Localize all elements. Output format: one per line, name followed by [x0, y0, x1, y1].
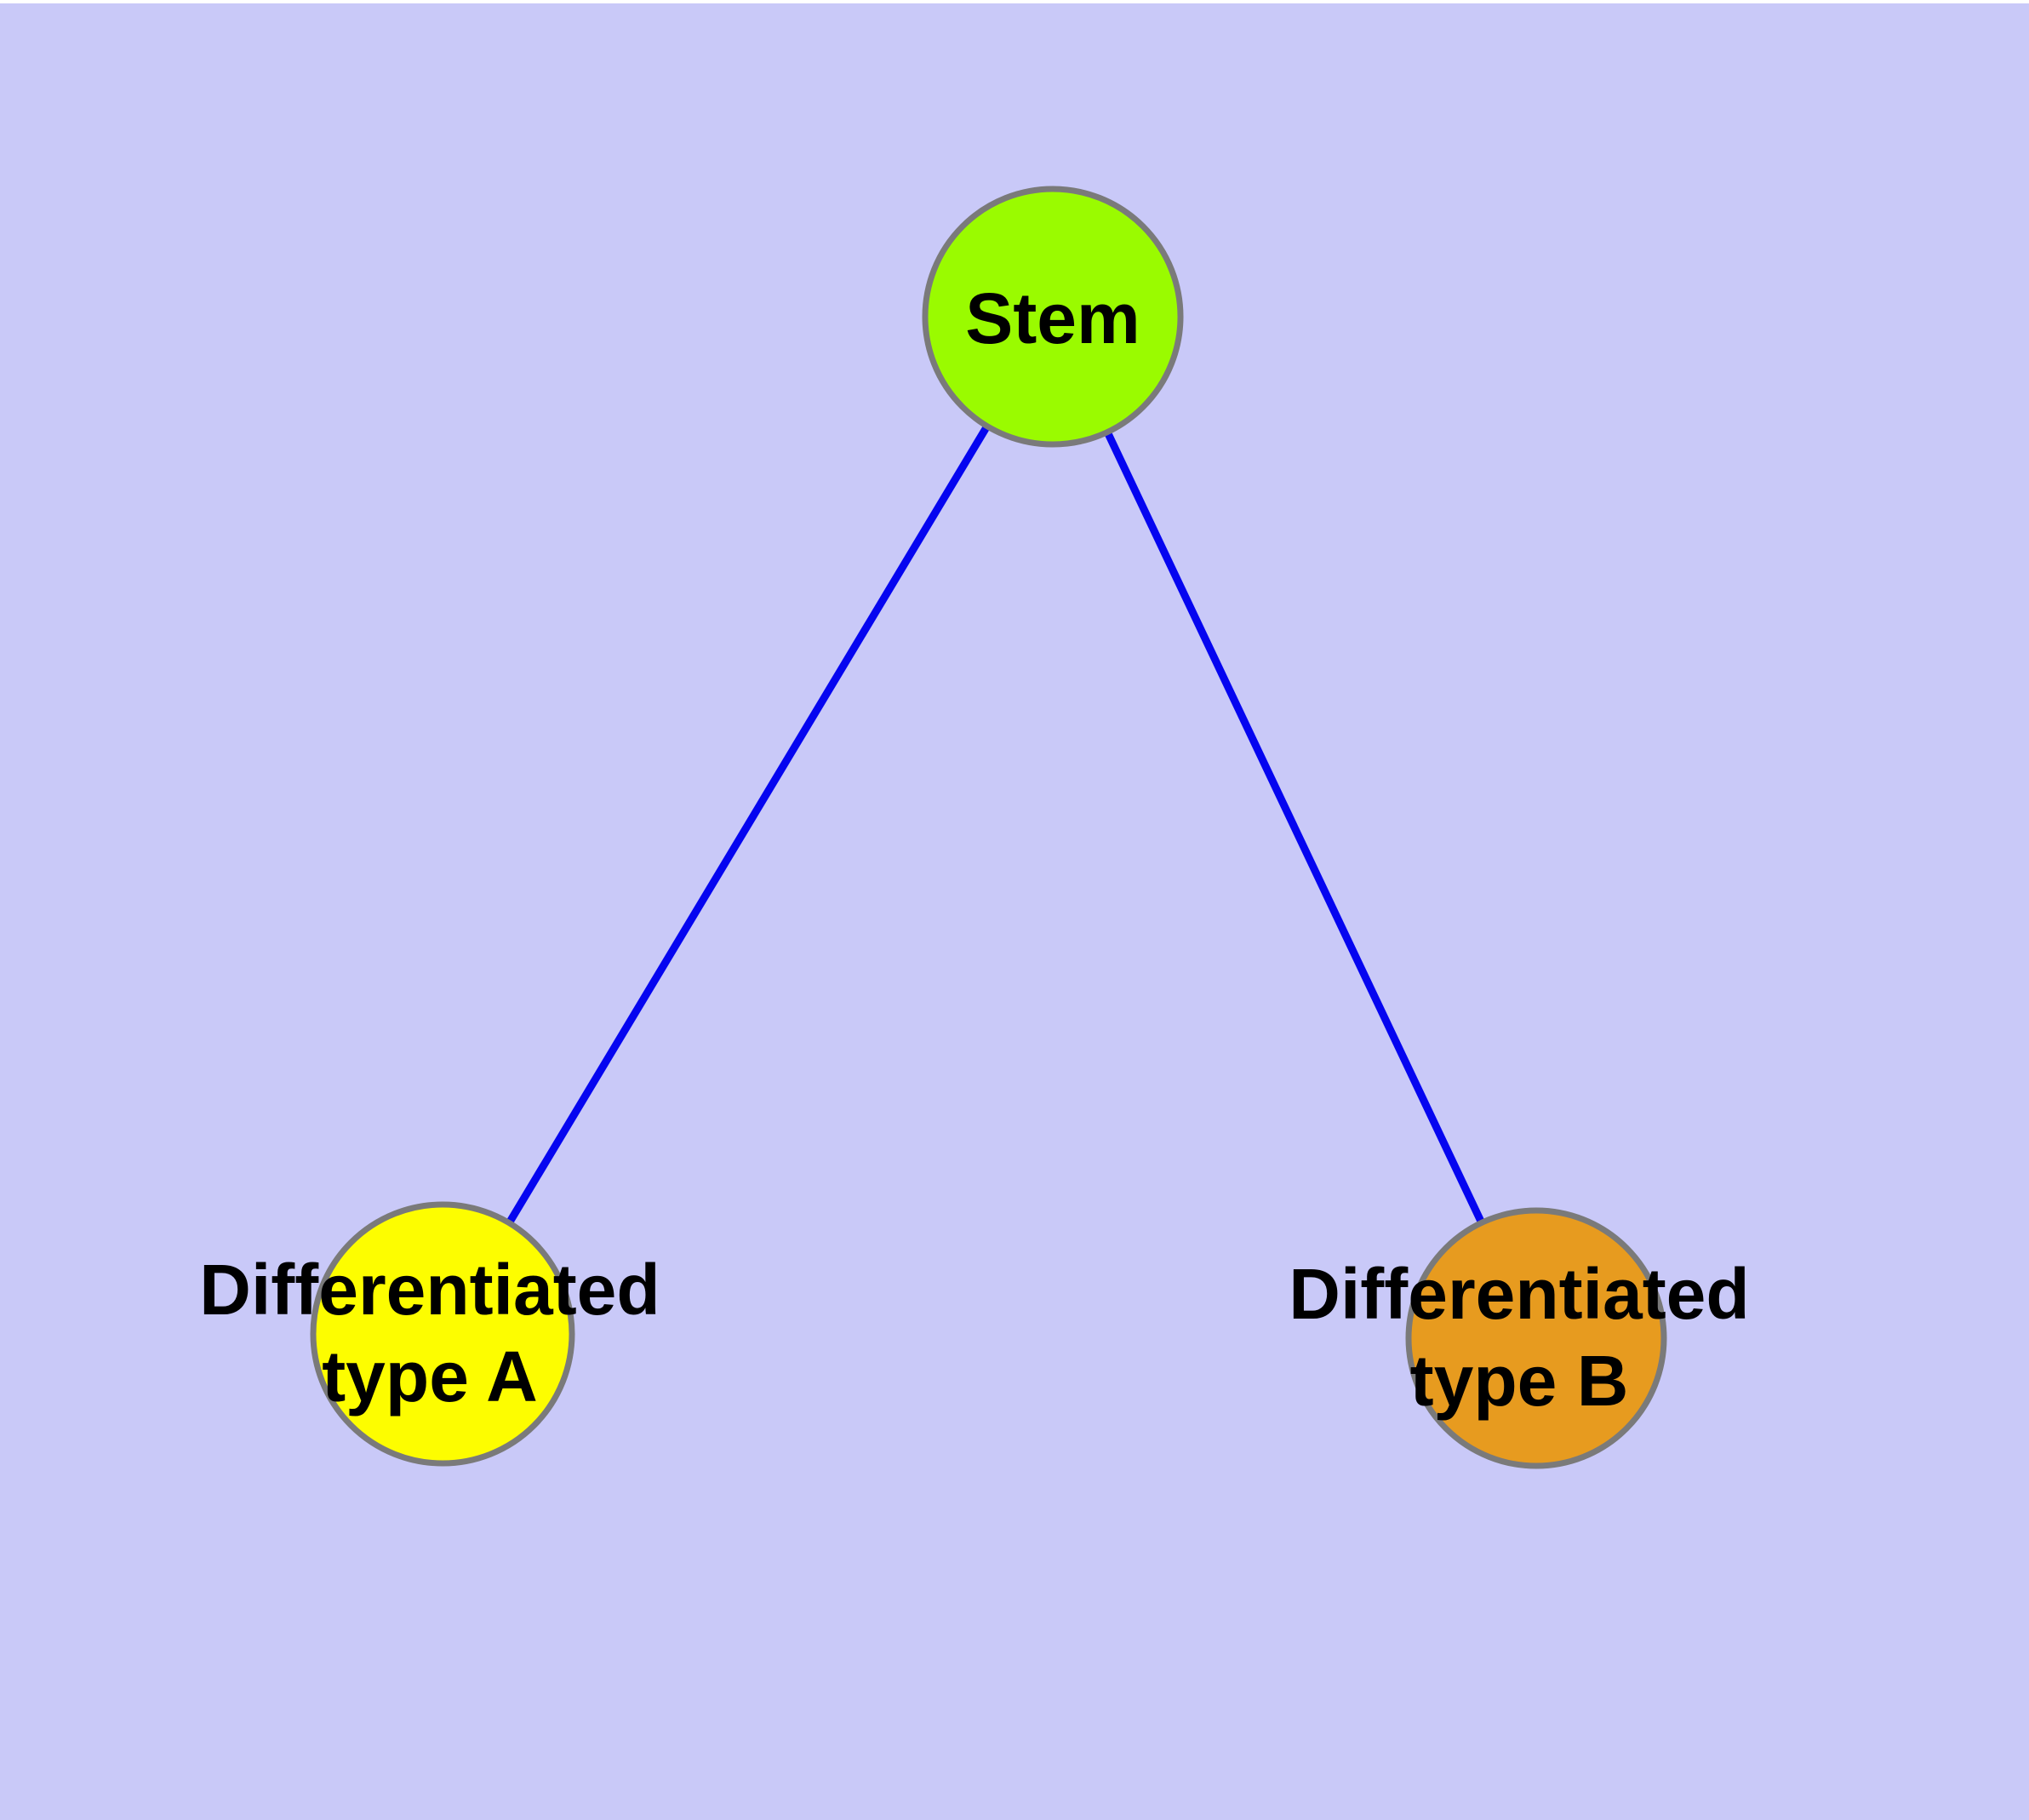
node-type-a-label-line2: type A [322, 1336, 538, 1417]
node-type-b-circle [1405, 1207, 1667, 1469]
node-stem-circle [922, 186, 1184, 448]
node-type-b-label-line2: type B [1410, 1341, 1629, 1421]
node-stem-label: Stem [965, 278, 1140, 358]
edge-stem-to-type-a [439, 314, 1056, 1336]
node-type-a-circle [310, 1201, 575, 1467]
node-type-a-label-line1: Differentiated [199, 1250, 660, 1330]
edge-stem-to-type-b [1049, 315, 1540, 1340]
node-type-b-label-line1: Differentiated [1289, 1254, 1749, 1334]
